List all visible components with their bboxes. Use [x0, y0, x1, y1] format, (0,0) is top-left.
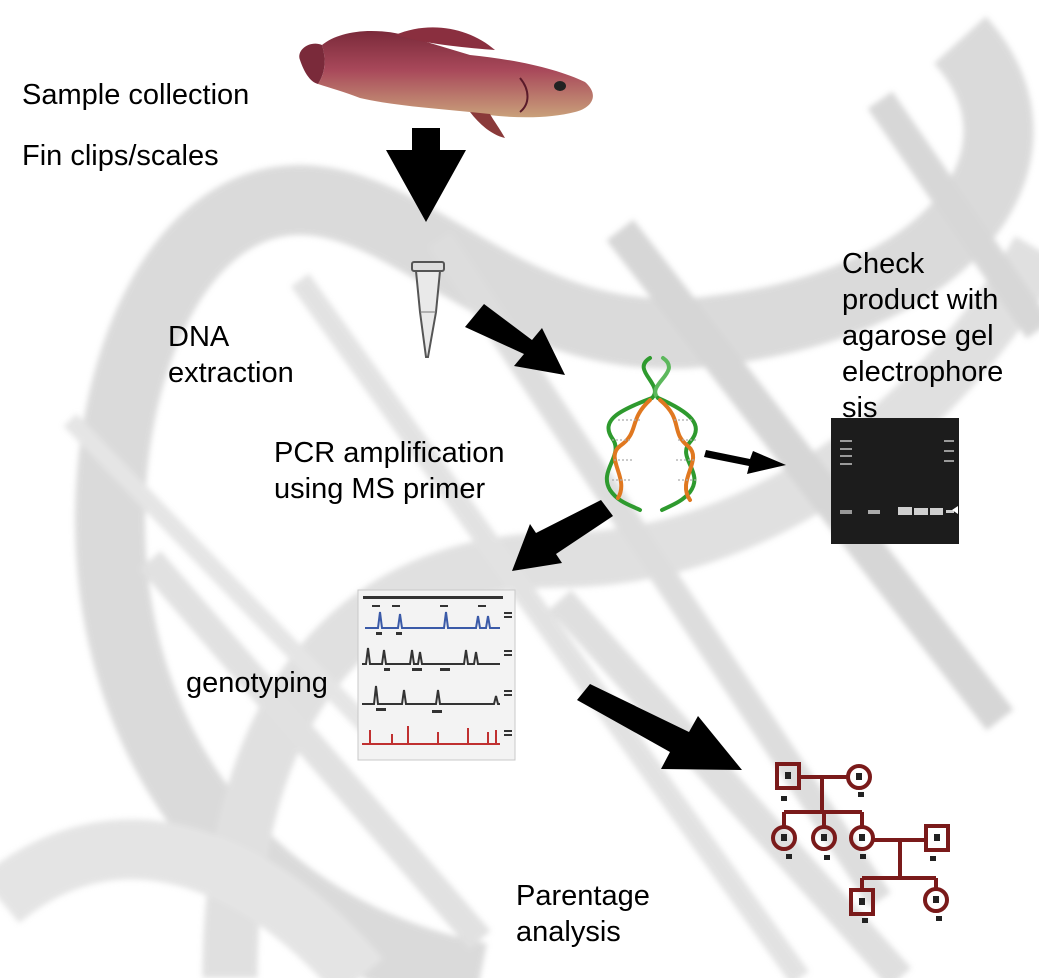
arrow-fish-to-tube [386, 128, 466, 222]
label-parentage-analysis: Parentage analysis [516, 880, 650, 948]
arrow-dna-to-chromatogram [512, 500, 613, 571]
arrow-chromatogram-to-pedigree [577, 684, 742, 770]
label-genotyping: genotyping [186, 667, 328, 699]
label-fin-clips: Fin clips/scales [22, 140, 219, 172]
label-dna-extraction: DNA extraction [168, 321, 294, 389]
label-sample-collection: Sample collection [22, 79, 250, 111]
label-check-product: Check product with agarose gel electroph… [842, 248, 1004, 424]
label-pcr-amplification: PCR amplification using MS primer [274, 437, 505, 505]
arrow-dna-to-gel [704, 450, 786, 474]
arrow-tube-to-dna [465, 304, 565, 375]
